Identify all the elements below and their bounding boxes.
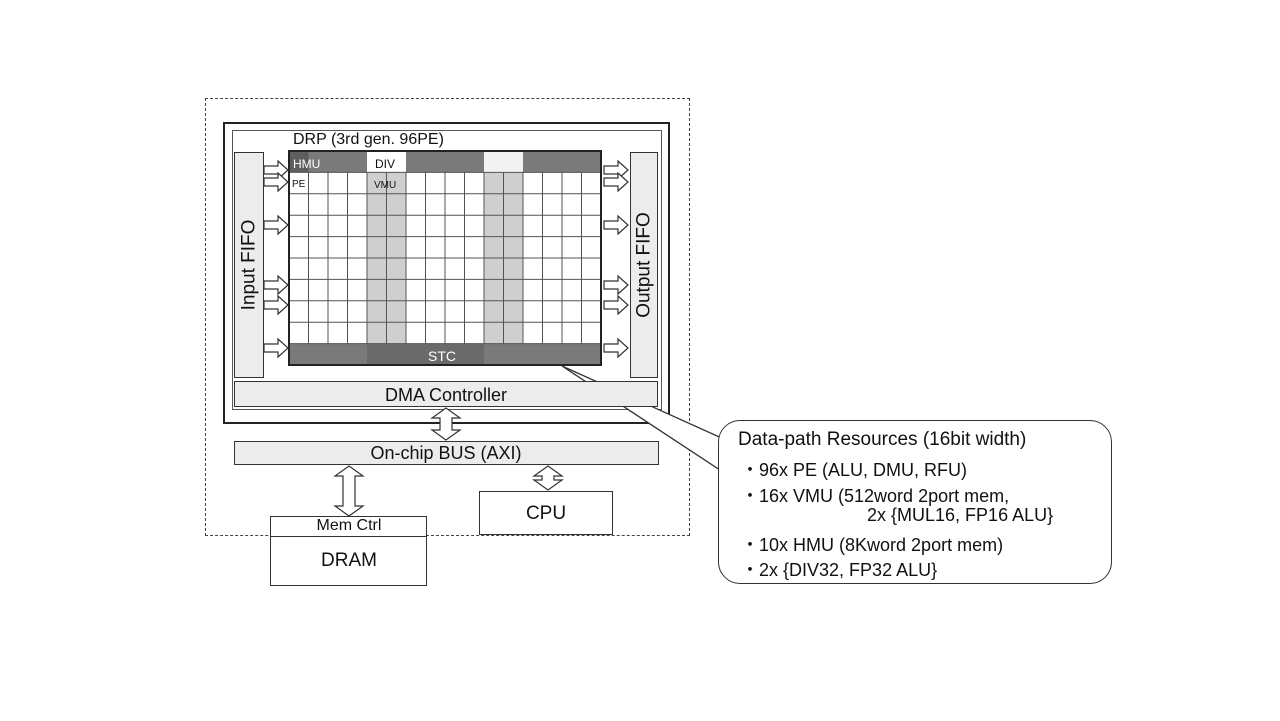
top-row-cell xyxy=(289,151,309,173)
mem-ctrl-label: Mem Ctrl xyxy=(316,517,382,534)
dma-bus-arrow xyxy=(430,407,462,441)
top-row-cell xyxy=(308,151,328,173)
top-row-cell xyxy=(328,151,348,173)
drp-title: DRP (3rd gen. 96PE) xyxy=(293,131,444,148)
top-row-cell xyxy=(562,151,582,173)
mem-ctrl-divider xyxy=(270,536,427,537)
input-arrow xyxy=(263,171,289,193)
vmu-label: VMU xyxy=(374,180,397,191)
stc-row-cell xyxy=(562,343,582,365)
stc-row-cell xyxy=(367,343,387,365)
stc-row-cell xyxy=(289,343,309,365)
callout-line-hmu: ・10x HMU (8Kword 2port mem) xyxy=(741,535,1004,555)
output-arrow xyxy=(603,171,629,193)
onchip-bus xyxy=(234,441,659,465)
stc-row-cell xyxy=(328,343,348,365)
dram-block xyxy=(270,516,427,586)
callout-title: Data-path Resources (16bit width) xyxy=(738,429,1027,450)
dram-label: DRAM xyxy=(321,550,377,571)
input-arrow xyxy=(263,337,289,359)
top-row-cell xyxy=(542,151,562,173)
cpu-label: CPU xyxy=(525,503,567,524)
callout-line-vmu-cont: 2x {MUL16, FP16 ALU} xyxy=(867,505,1054,525)
stc-row-cell xyxy=(464,343,484,365)
cpu-block xyxy=(479,491,613,535)
stc-row-cell xyxy=(406,343,426,365)
output-arrow xyxy=(603,294,629,316)
input-arrow xyxy=(263,214,289,236)
top-row-cell xyxy=(484,151,504,173)
top-row-cell xyxy=(425,151,445,173)
input-fifo xyxy=(234,152,264,378)
bus-memctrl-arrow xyxy=(333,465,365,517)
pe-label: PE xyxy=(292,179,306,190)
output-arrow xyxy=(603,337,629,359)
top-row-cell xyxy=(386,151,406,173)
dma-controller-label: DMA Controller xyxy=(384,385,508,405)
input-arrow xyxy=(263,159,289,181)
stc-row-cell xyxy=(308,343,328,365)
top-row-cell xyxy=(581,151,601,173)
output-fifo xyxy=(630,152,658,378)
input-arrow xyxy=(263,274,289,296)
grid-border xyxy=(288,150,602,366)
stc-row-cell xyxy=(347,343,367,365)
top-row-cell xyxy=(445,151,465,173)
stc-row-cell xyxy=(503,343,523,365)
stc-row-cell xyxy=(542,343,562,365)
top-row-cell xyxy=(367,151,387,173)
top-row-cell xyxy=(503,151,523,173)
resources-callout: Data-path Resources (16bit width) ・96x P… xyxy=(718,420,1112,584)
stc-row-cell xyxy=(484,343,504,365)
stc-row-cell xyxy=(425,343,445,365)
stc-label: STC xyxy=(428,348,456,364)
top-row-cell xyxy=(406,151,426,173)
output-arrow xyxy=(603,214,629,236)
callout-line-vmu: ・16x VMU (512word 2port mem, xyxy=(741,486,1010,506)
hmu-label: HMU xyxy=(293,157,321,171)
bus-cpu-arrow xyxy=(532,465,564,491)
onchip-bus-label: On-chip BUS (AXI) xyxy=(370,443,522,463)
top-row-cell xyxy=(464,151,484,173)
callout-line-pe: ・96x PE (ALU, DMU, RFU) xyxy=(741,460,968,480)
stc-row-cell xyxy=(445,343,465,365)
div-label: DIV xyxy=(375,157,396,171)
callout-line-div: ・2x {DIV32, FP32 ALU} xyxy=(741,560,938,580)
stc-row-cell xyxy=(386,343,406,365)
input-arrow xyxy=(263,294,289,316)
top-row-cell xyxy=(347,151,367,173)
output-arrow xyxy=(603,274,629,296)
stc-row-cell xyxy=(581,343,601,365)
dma-controller xyxy=(234,381,658,407)
top-row-cell xyxy=(523,151,543,173)
output-arrow xyxy=(603,159,629,181)
stc-row-cell xyxy=(523,343,543,365)
chip-boundary xyxy=(205,98,690,536)
